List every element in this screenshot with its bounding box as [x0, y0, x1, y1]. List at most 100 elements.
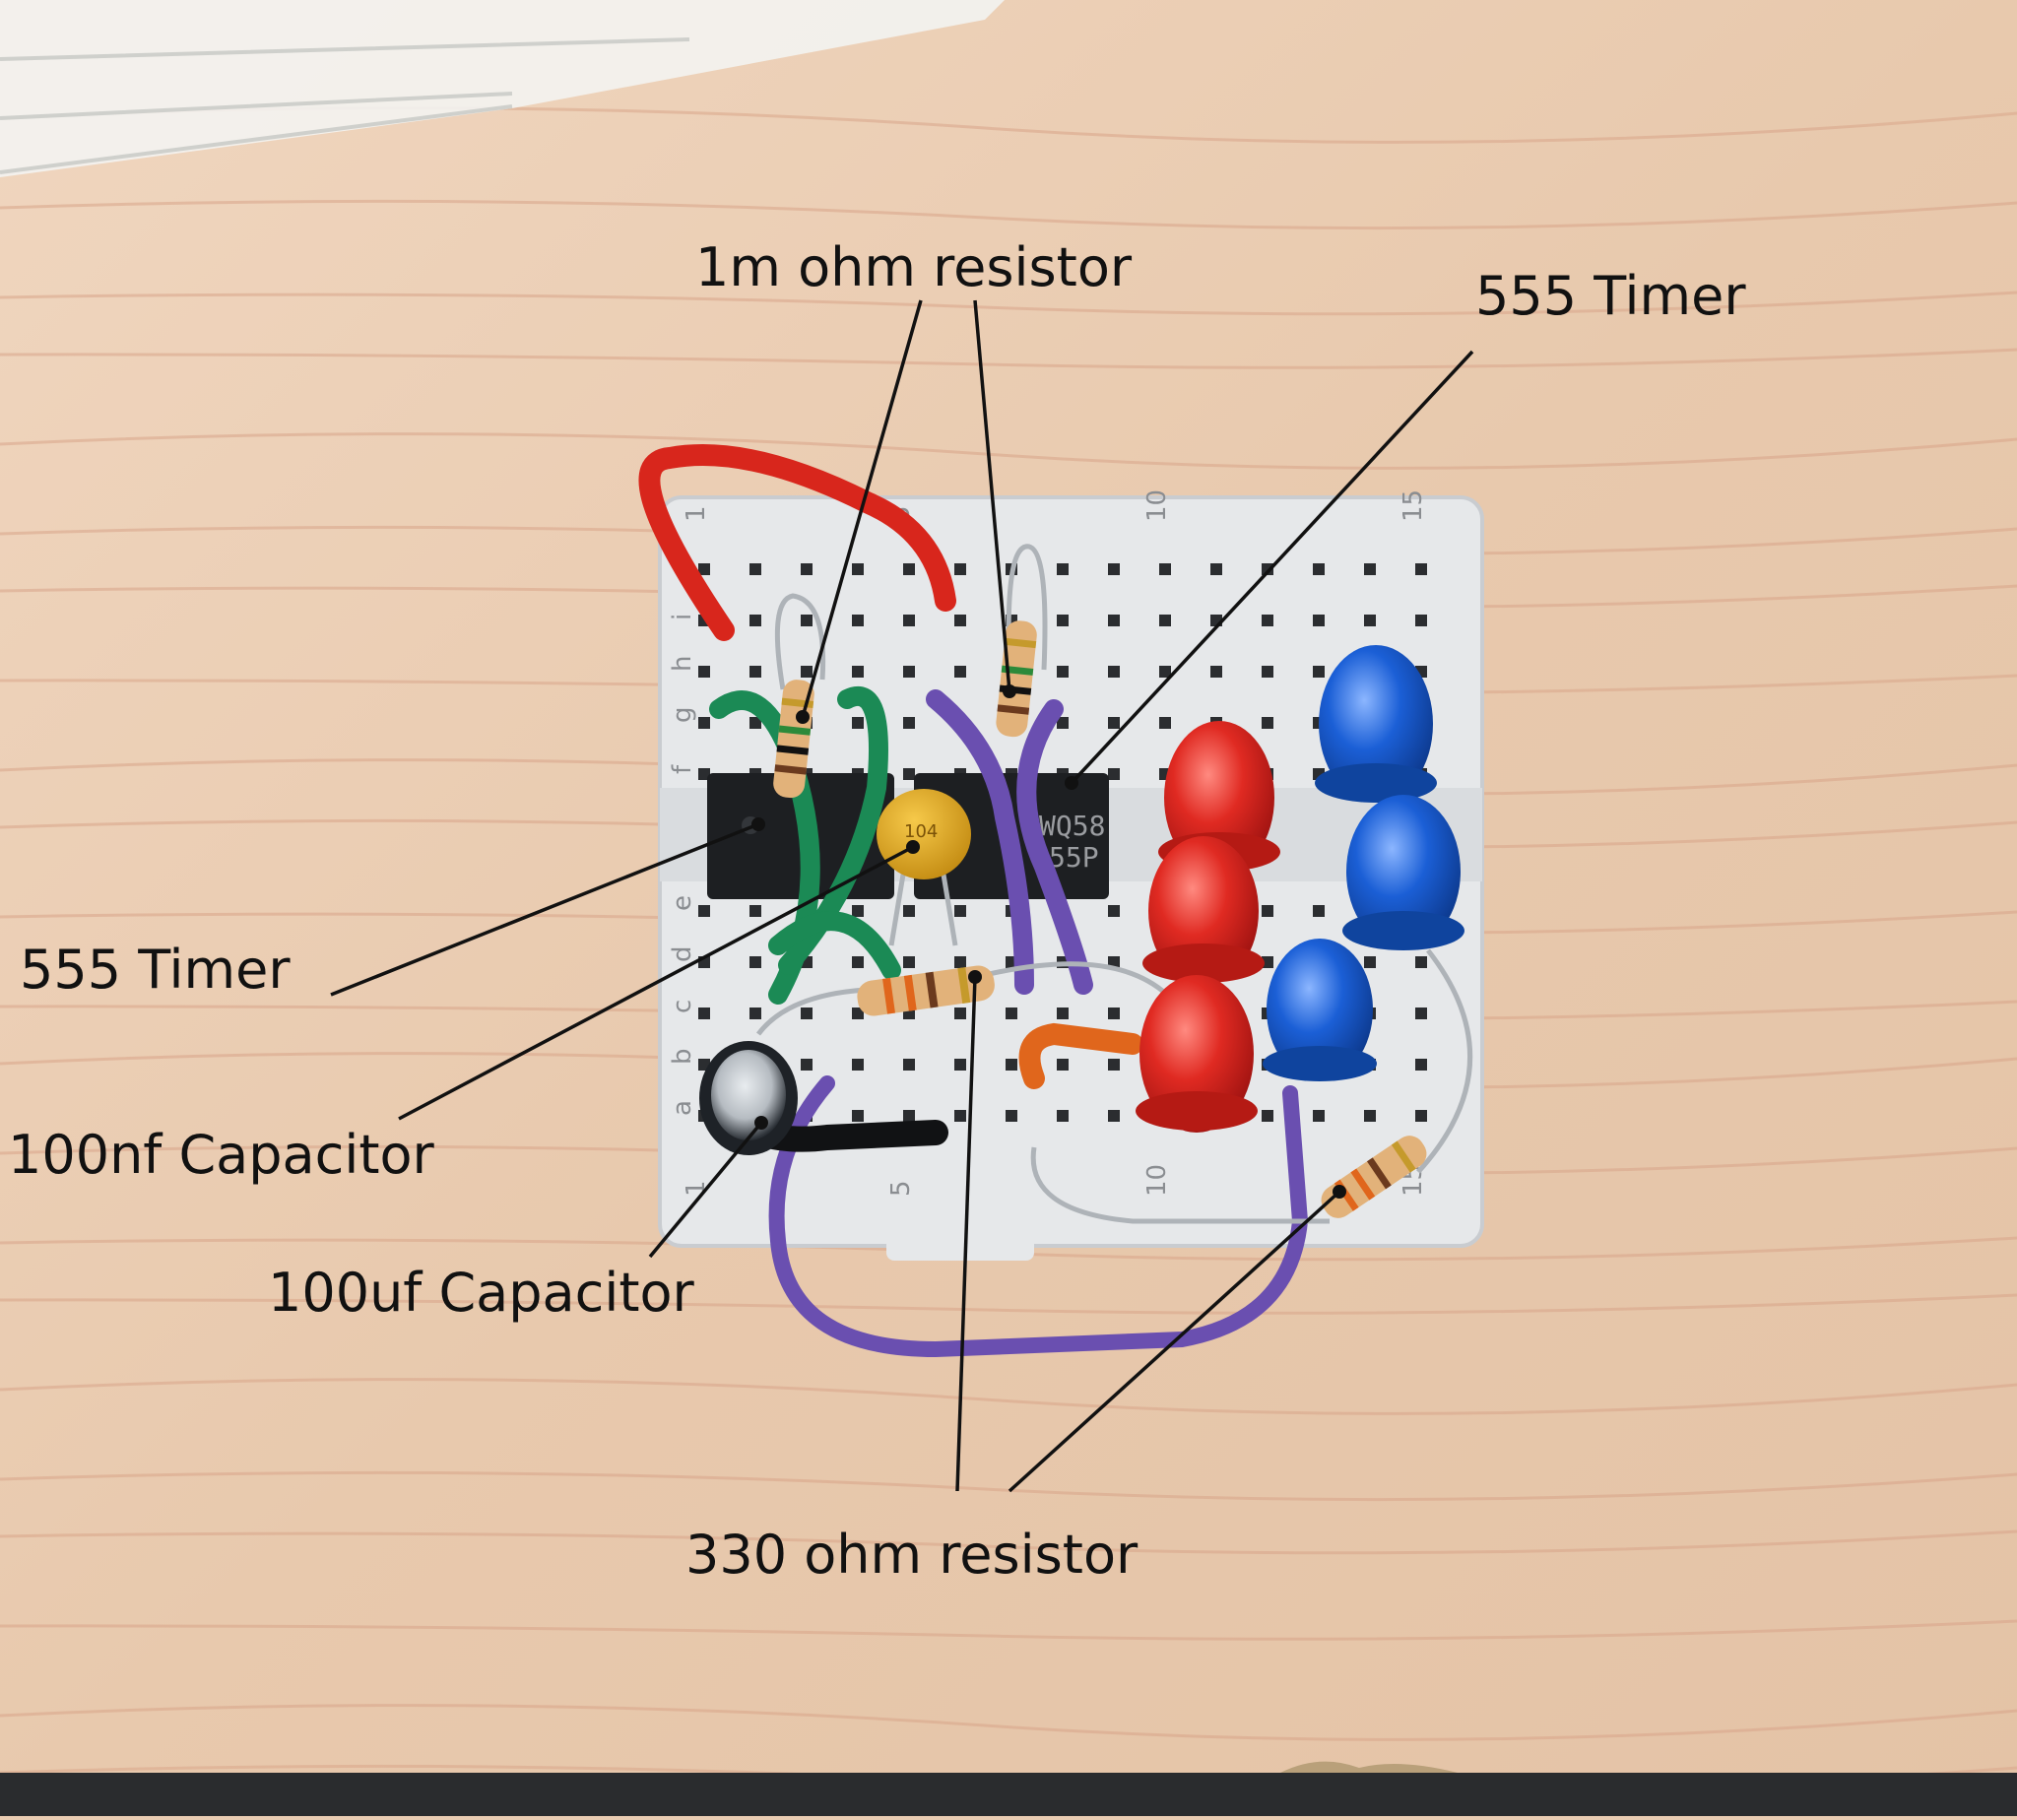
breadboard-hole — [1262, 717, 1273, 729]
callout-330-right — [1008, 1190, 1341, 1493]
breadboard-hole — [954, 905, 966, 917]
column-number-top: 10 — [1142, 489, 1172, 522]
breadboard-hole — [1364, 956, 1376, 968]
callout-lines — [330, 299, 1474, 1493]
row-letter: g — [668, 706, 697, 723]
breadboard-hole — [1313, 1110, 1325, 1122]
breadboard-hole — [1108, 956, 1120, 968]
breadboard-hole — [954, 666, 966, 678]
breadboard-hole — [1057, 1110, 1069, 1122]
label-100uf-capacitor: 100uf Capacitor — [268, 1262, 694, 1324]
breadboard-hole — [1108, 717, 1120, 729]
breadboard-hole — [852, 666, 864, 678]
breadboard-hole — [1108, 1008, 1120, 1019]
grain-line — [0, 291, 2017, 316]
breadboard-hole — [1006, 1059, 1017, 1071]
blue-led-bottom — [1263, 939, 1377, 1081]
table-edge-chip — [1280, 1761, 1458, 1773]
red-led-middle — [1142, 836, 1265, 986]
row-letter: f — [668, 764, 697, 774]
breadboard-hole — [1364, 563, 1376, 575]
callout-555-left — [330, 822, 759, 997]
breadboard-hole — [801, 1059, 813, 1071]
breadboard-hole — [801, 1008, 813, 1019]
breadboard-hole — [954, 1110, 966, 1122]
breadboard-hole — [1159, 615, 1171, 626]
grain-line — [0, 199, 2017, 230]
breadboard-hole — [1313, 563, 1325, 575]
breadboard-hole — [903, 1059, 915, 1071]
grain-line — [0, 348, 2017, 369]
grain-line — [0, 1470, 2017, 1502]
breadboard-hole — [1108, 1110, 1120, 1122]
breadboard-hole — [903, 905, 915, 917]
orange-wire — [1018, 1022, 1143, 1089]
breadboard-hole — [749, 717, 761, 729]
row-letter: d — [668, 945, 697, 962]
grain-line — [0, 1704, 2017, 1741]
breadboard-hole — [1108, 768, 1120, 780]
row-letter: e — [668, 895, 697, 911]
red-led-bottom — [1136, 975, 1258, 1133]
breadboard-hole — [1159, 563, 1171, 575]
breadboard-hole — [698, 666, 710, 678]
breadboard-hole — [1057, 615, 1069, 626]
breadboard-hole — [852, 905, 864, 917]
callout-dots — [751, 684, 1346, 1199]
callout-1m-left — [801, 299, 923, 718]
breadboard-hole — [801, 615, 813, 626]
breadboard-hole — [903, 666, 915, 678]
breadboard-hole — [749, 563, 761, 575]
row-letter: c — [668, 1000, 697, 1013]
breadboard-hole — [1415, 615, 1427, 626]
breadboard-hole — [954, 563, 966, 575]
breadboard-hole — [1262, 1110, 1273, 1122]
breadboard-hole — [1108, 1059, 1120, 1071]
breadboard-hole — [749, 666, 761, 678]
breadboard-hole — [1415, 1059, 1427, 1071]
breadboard-hole — [749, 615, 761, 626]
breadboard-hole — [852, 956, 864, 968]
row-letter: a — [668, 1100, 697, 1116]
breadboard-hole — [698, 1008, 710, 1019]
breadboard-hole — [1364, 615, 1376, 626]
breadboard-hole — [852, 717, 864, 729]
resistor-leads — [756, 544, 1473, 1224]
column-number-bottom: 5 — [886, 1180, 916, 1197]
breadboard-hole — [1057, 717, 1069, 729]
grain-line — [0, 432, 2017, 470]
breadboard-hole — [954, 1008, 966, 1019]
breadboard-hole — [852, 1110, 864, 1122]
breadboard-hole — [1057, 563, 1069, 575]
breadboard-hole — [801, 563, 813, 575]
breadboard-hole — [903, 768, 915, 780]
breadboard-hole — [749, 1008, 761, 1019]
callout-1m-right — [973, 299, 1011, 692]
breadboard-hole — [1262, 956, 1273, 968]
callout-330-middle — [955, 976, 977, 1492]
grain-line — [0, 1378, 2017, 1415]
breadboard-hole — [1262, 905, 1273, 917]
plastic-case — [0, 0, 1005, 177]
blue-led-middle — [1342, 795, 1464, 950]
purple-wire-2 — [1016, 699, 1093, 995]
purple-wire-1 — [926, 689, 1034, 995]
resistor-330-middle — [857, 965, 995, 1016]
breadboard-hole — [954, 1059, 966, 1071]
breadboard-hole — [1364, 1110, 1376, 1122]
callout-100nf — [398, 845, 914, 1121]
breadboard-hole — [698, 563, 710, 575]
breadboard-hole — [801, 666, 813, 678]
breadboard-hole — [749, 956, 761, 968]
breadboard-hole — [1159, 666, 1171, 678]
chip-marking-top: WQ58 — [1039, 810, 1105, 842]
label-330-ohm-resistor: 330 ohm resistor — [685, 1524, 1139, 1586]
grain-line — [0, 1529, 2017, 1555]
label-555-timer-right: 555 Timer — [1475, 265, 1746, 327]
breadboard-hole — [954, 956, 966, 968]
breadboard-hole — [1006, 1110, 1017, 1122]
breadboard-hole — [1108, 666, 1120, 678]
breadboard-hole — [852, 563, 864, 575]
breadboard-hole — [1262, 563, 1273, 575]
